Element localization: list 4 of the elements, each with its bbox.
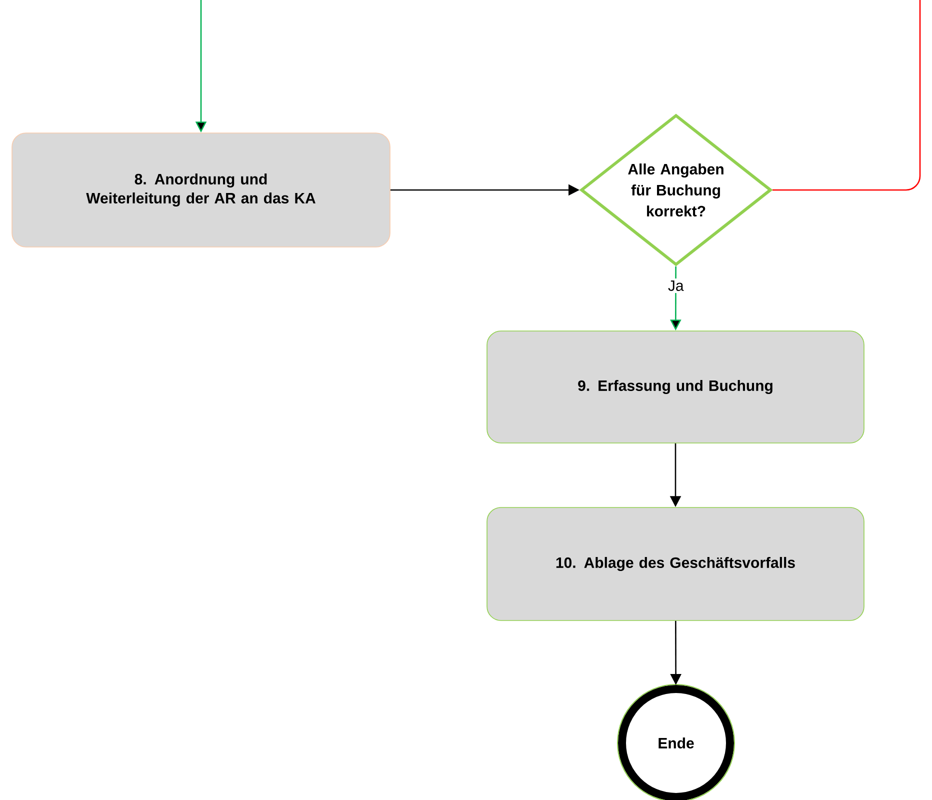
process-box: 10. Ablage des Geschäftsvorfalls — [486, 507, 864, 621]
edge-label: Ja — [666, 278, 686, 293]
process-box: 9. Erfassung und Buchung — [486, 330, 864, 444]
process-box: 8. Anordnung und Weiterleitung der AR an das KA — [12, 132, 390, 248]
